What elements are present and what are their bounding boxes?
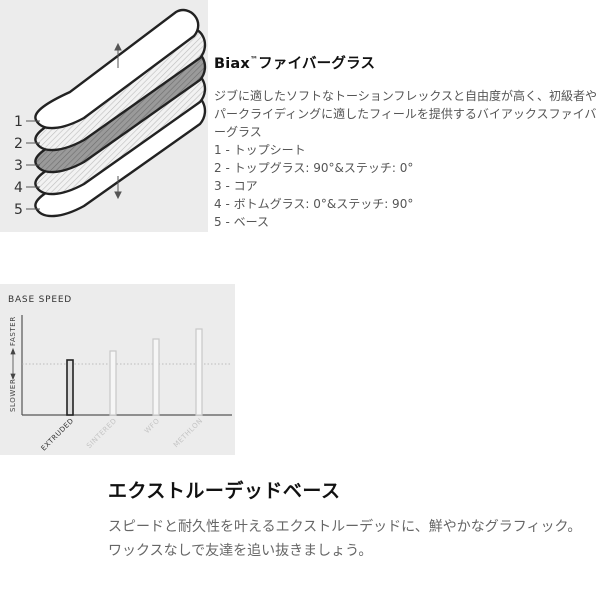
x-tick-label-methlon: METHLON [172, 417, 204, 449]
layer-number-1: 1 [14, 114, 23, 130]
biax-title-brand: Biax [214, 56, 250, 72]
layer-list: 1 - トップシート 2 - トップグラス: 90°&ステッチ: 0° 3 - … [214, 141, 598, 231]
explode-arrow-down [114, 176, 122, 200]
biax-section: Biax™ファイバーグラス ジブに適したソフトなトーションフレックスと自由度が高… [214, 52, 598, 231]
layer-number-5: 5 [14, 202, 23, 218]
trademark-mark: ™ [249, 55, 259, 65]
biax-title-rest: ファイバーグラス [258, 56, 376, 72]
layer-leader-lines [26, 120, 40, 210]
y-axis-label-faster: FASTER [9, 316, 17, 346]
base-speed-chart: BASE SPEED FASTER SLOWER EXTRUDED SINTERE… [0, 284, 235, 455]
biax-title: Biax™ファイバーグラス [214, 52, 598, 73]
bar-wfo [152, 338, 160, 416]
layer-list-item: 3 - コア [214, 179, 258, 193]
extruded-base-title: エクストルーデッドベース [108, 480, 341, 502]
layer-number-2: 2 [14, 136, 23, 152]
explode-arrow-up [114, 42, 122, 68]
layer-number-3: 3 [14, 158, 23, 174]
board-layers-diagram: 1 2 3 4 5 [0, 0, 208, 232]
bar-methlon [195, 328, 203, 416]
y-axis-arrows [10, 347, 16, 381]
layer-list-item: 5 - ベース [214, 215, 269, 229]
layer-list-item: 4 - ボトムグラス: 0°&ステッチ: 90° [214, 197, 414, 211]
y-axis-label-slower: SLOWER [9, 379, 17, 412]
x-tick-label-sintered: SINTERED [85, 417, 118, 450]
layer-list-item: 2 - トップグラス: 90°&ステッチ: 0° [214, 161, 414, 175]
chart-title: BASE SPEED [8, 295, 72, 305]
x-tick-label-wfo: WFO [143, 417, 161, 435]
bar-sintered [109, 350, 117, 416]
layer-list-item: 1 - トップシート [214, 143, 306, 157]
board-layers-illustration: 1 2 3 4 5 [14, 8, 207, 218]
base-speed-chart-svg: BASE SPEED FASTER SLOWER EXTRUDED SINTERE… [8, 295, 232, 453]
extruded-base-description: スピードと耐久性を叶えるエクストルーデッドに、鮮やかなグラフィック。ワックスなし… [108, 519, 582, 559]
layer-number-4: 4 [14, 180, 23, 196]
bar-extruded [66, 359, 74, 416]
x-tick-label-extruded: EXTRUDED [40, 417, 76, 453]
layer-topsheet [34, 8, 200, 130]
biax-description: ジブに適したソフトなトーションフレックスと自由度が高く、初級者やパークライディン… [214, 89, 598, 139]
